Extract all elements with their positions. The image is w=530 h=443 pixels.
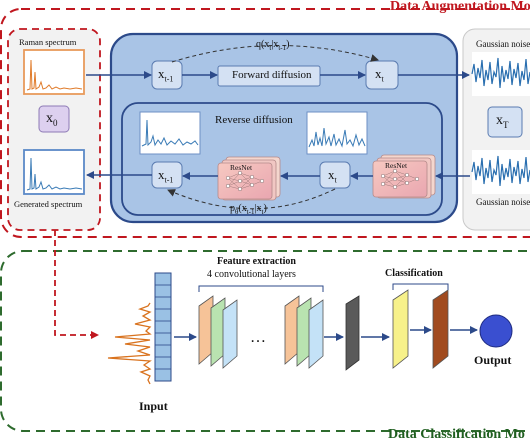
augmentation-module-title: Data Augmentation Mo	[390, 0, 530, 14]
resnet-label-left: ResNet	[230, 163, 253, 172]
input-label: Input	[139, 399, 168, 413]
xT-label: xT	[496, 113, 509, 130]
classification-title: Classification	[385, 268, 443, 279]
generated-spectrum-line	[26, 157, 83, 191]
classification-module-title: Data Classification Mo	[388, 427, 525, 442]
q-transition-label: q(xt|xt-1)	[256, 39, 290, 52]
ellipsis-label: …	[250, 329, 266, 346]
feature-bracket	[198, 285, 324, 292]
classification-bracket	[392, 283, 449, 290]
x0-sub: 0	[53, 117, 58, 128]
output-node	[479, 314, 513, 348]
xt-1-forward-label: xt-1	[158, 66, 174, 84]
xt-reverse-label: xt	[328, 167, 337, 185]
output-label: Output	[474, 353, 512, 367]
fc-layer-yellow	[392, 289, 409, 369]
fc-layer-brown	[432, 289, 449, 369]
gaussian-noise-top-line	[471, 57, 530, 89]
xT-sub: T	[503, 119, 509, 130]
p-transition-label: pθ(xt-1|xt)	[230, 203, 267, 216]
x0-main: x	[46, 111, 53, 126]
raman-spectrum-plot	[23, 49, 85, 95]
flatten-layer	[345, 295, 360, 371]
generated-spectrum-plot	[23, 149, 85, 195]
raman-spectrum-label: Raman spectrum	[19, 37, 77, 47]
augmentation-module-border	[0, 8, 530, 238]
classification-module-border	[0, 250, 530, 432]
forward-diffusion-box	[217, 65, 321, 87]
gaussian-noise-bottom-label: Gaussian noise	[476, 197, 530, 207]
reverse-spectrum-right-line	[308, 127, 366, 148]
p-dashed-arc	[167, 188, 336, 210]
feature-extraction-subtitle: 4 convolutional layers	[207, 269, 296, 280]
input-vector	[154, 272, 172, 382]
xT-main: x	[496, 113, 503, 128]
resnet-block-left	[217, 156, 281, 201]
x0-label: x0	[46, 111, 58, 128]
reverse-diffusion-label: Reverse diffusion	[215, 114, 293, 126]
reverse-spectrum-right	[306, 111, 368, 155]
gaussian-noise-top-label: Gaussian noise	[476, 39, 530, 49]
forward-diffusion-label: Forward diffusion	[232, 69, 312, 81]
raman-spectrum-line	[26, 59, 83, 91]
red-connector-to-input	[54, 230, 99, 339]
resnet-block-right	[372, 154, 436, 199]
xt-1-reverse-label: xt-1	[158, 167, 174, 185]
conv-layers-group-2	[284, 295, 324, 369]
conv-layers-group-1	[198, 295, 238, 369]
xt-forward-label: xt	[375, 66, 384, 84]
input-spectrum-line	[107, 302, 152, 385]
resnet-label-right: ResNet	[385, 161, 408, 170]
reverse-spectrum-left-line	[141, 119, 199, 147]
gaussian-noise-bottom-line	[471, 155, 530, 187]
x0-box	[38, 105, 70, 133]
generated-spectrum-label: Generated spectrum	[14, 199, 83, 209]
xT-box	[487, 106, 523, 138]
q-dashed-arc	[171, 45, 379, 63]
feature-extraction-title: Feature extraction	[217, 256, 296, 267]
reverse-spectrum-left	[139, 111, 201, 155]
